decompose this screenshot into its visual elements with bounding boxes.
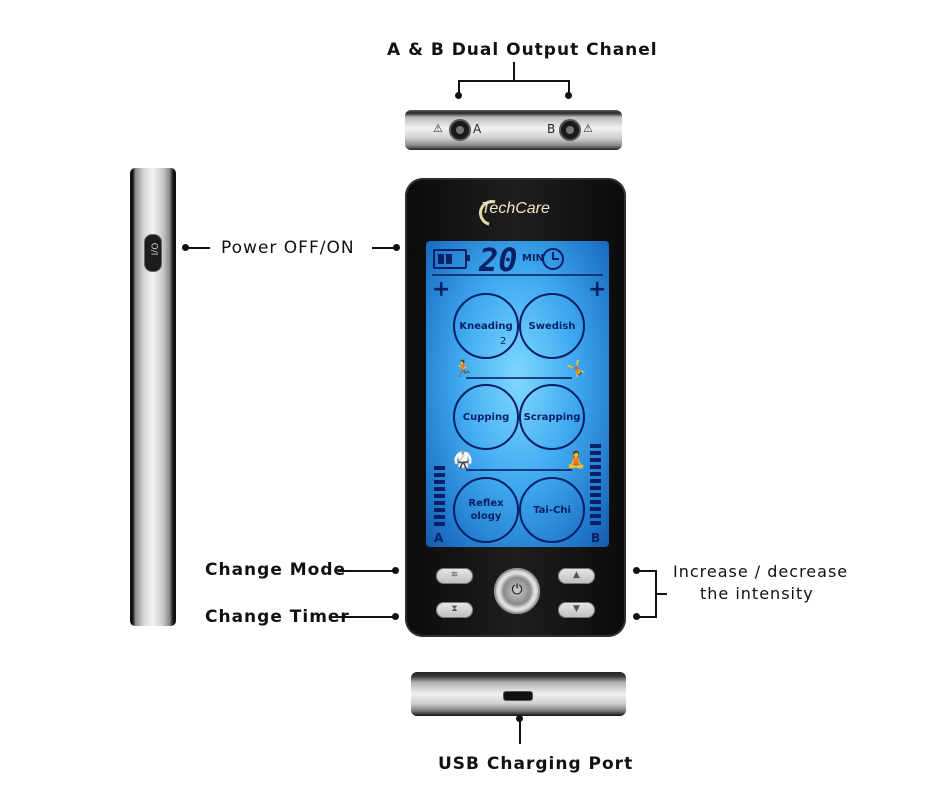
usb-port[interactable] — [503, 691, 533, 701]
leader-dot — [633, 613, 640, 620]
usb-leader — [519, 718, 521, 744]
change-timer-button[interactable]: ⧗ — [436, 602, 473, 618]
side-power-switch[interactable]: O/I — [144, 234, 162, 272]
intensity-leader-bottom — [638, 616, 656, 618]
leader-dot — [565, 92, 572, 99]
channel-a-jack[interactable] — [449, 119, 471, 141]
intensity-down-button[interactable]: ▼ — [558, 602, 595, 618]
mode-cupping[interactable]: Cupping — [453, 384, 519, 450]
intensity-up-button[interactable]: ▲ — [558, 568, 595, 584]
leader-dot — [455, 92, 462, 99]
power-label: Power OFF/ON — [221, 238, 355, 258]
change-mode-label: Change Mode — [205, 560, 347, 580]
device-front: TechCare 20 MIN + + Kneading 2 Swedish 🏃… — [405, 178, 626, 637]
channel-b-intensity-bars — [590, 444, 601, 528]
channel-b-jack[interactable] — [559, 119, 581, 141]
channel-b-plus-icon: + — [588, 277, 607, 302]
mode-level: 2 — [500, 336, 507, 347]
change-mode-button[interactable]: ≋ — [436, 568, 473, 584]
channel-a-indicator: A — [434, 531, 444, 545]
figure-icon: 🤸 — [566, 359, 586, 378]
leader-dot — [182, 244, 189, 251]
dual-output-leader — [513, 62, 515, 80]
dual-output-label: A & B Dual Output Chanel — [387, 40, 658, 60]
change-timer-label: Change Timer — [205, 607, 350, 627]
usb-label: USB Charging Port — [438, 754, 634, 774]
change-timer-leader — [338, 616, 394, 618]
mode-scrapping[interactable]: Scrapping — [519, 384, 585, 450]
battery-icon — [433, 249, 470, 269]
up-arrow-icon: ▲ — [573, 570, 580, 580]
channel-b-label: B — [547, 122, 556, 136]
screen-divider — [466, 469, 572, 471]
channel-b-indicator: B — [591, 531, 601, 545]
leader-dot — [393, 244, 400, 251]
intensity-leader-mid — [655, 593, 667, 595]
channel-a-label: A — [473, 122, 482, 136]
power-leader-right — [372, 247, 396, 249]
device-bottom-view — [411, 672, 626, 716]
device-top-view: ⚠ A B ⚠ — [405, 110, 622, 150]
change-mode-leader — [338, 570, 394, 572]
power-switch-symbol: O/I — [148, 242, 159, 256]
power-button[interactable]: ⏻ — [494, 568, 540, 614]
channel-a-plus-icon: + — [432, 277, 451, 302]
clock-icon — [542, 248, 564, 270]
mode-reflexology[interactable]: Reflex ology — [453, 477, 519, 543]
leader-dot — [392, 613, 399, 620]
intensity-label-line1: Increase / decrease — [673, 562, 849, 581]
screen-divider — [466, 377, 572, 379]
mode-tai-chi[interactable]: Tai-Chi — [519, 477, 585, 543]
timer-button-symbol: ⧗ — [451, 604, 458, 614]
power-leader-left — [186, 247, 210, 249]
brand-logo: TechCare — [481, 200, 550, 217]
dual-output-leader-b — [568, 80, 570, 94]
mode-swedish[interactable]: Swedish — [519, 293, 585, 359]
dual-output-leader-a — [458, 80, 460, 94]
leader-dot — [392, 567, 399, 574]
leader-dot — [633, 567, 640, 574]
down-arrow-icon: ▼ — [573, 604, 580, 614]
figure-icon: 🏃 — [453, 359, 473, 378]
warning-icon: ⚠ — [433, 122, 443, 135]
lcd-screen: 20 MIN + + Kneading 2 Swedish 🏃 🤸 Cuppin… — [426, 241, 609, 547]
device-side-view: O/I — [130, 168, 176, 626]
mode-kneading[interactable]: Kneading — [453, 293, 519, 359]
figure-icon: 🧘 — [566, 450, 586, 469]
timer-value: 20 — [479, 241, 518, 279]
screen-divider — [432, 274, 603, 276]
intensity-label-line2: the intensity — [700, 584, 814, 603]
channel-a-intensity-bars — [434, 466, 445, 529]
figure-icon: 🥋 — [453, 450, 473, 469]
dual-output-leader-h — [458, 80, 570, 82]
power-icon: ⏻ — [511, 582, 523, 598]
intensity-leader-top — [638, 570, 656, 572]
warning-icon: ⚠ — [583, 122, 593, 135]
timer-unit: MIN — [522, 253, 545, 264]
mode-button-symbol: ≋ — [450, 570, 459, 580]
